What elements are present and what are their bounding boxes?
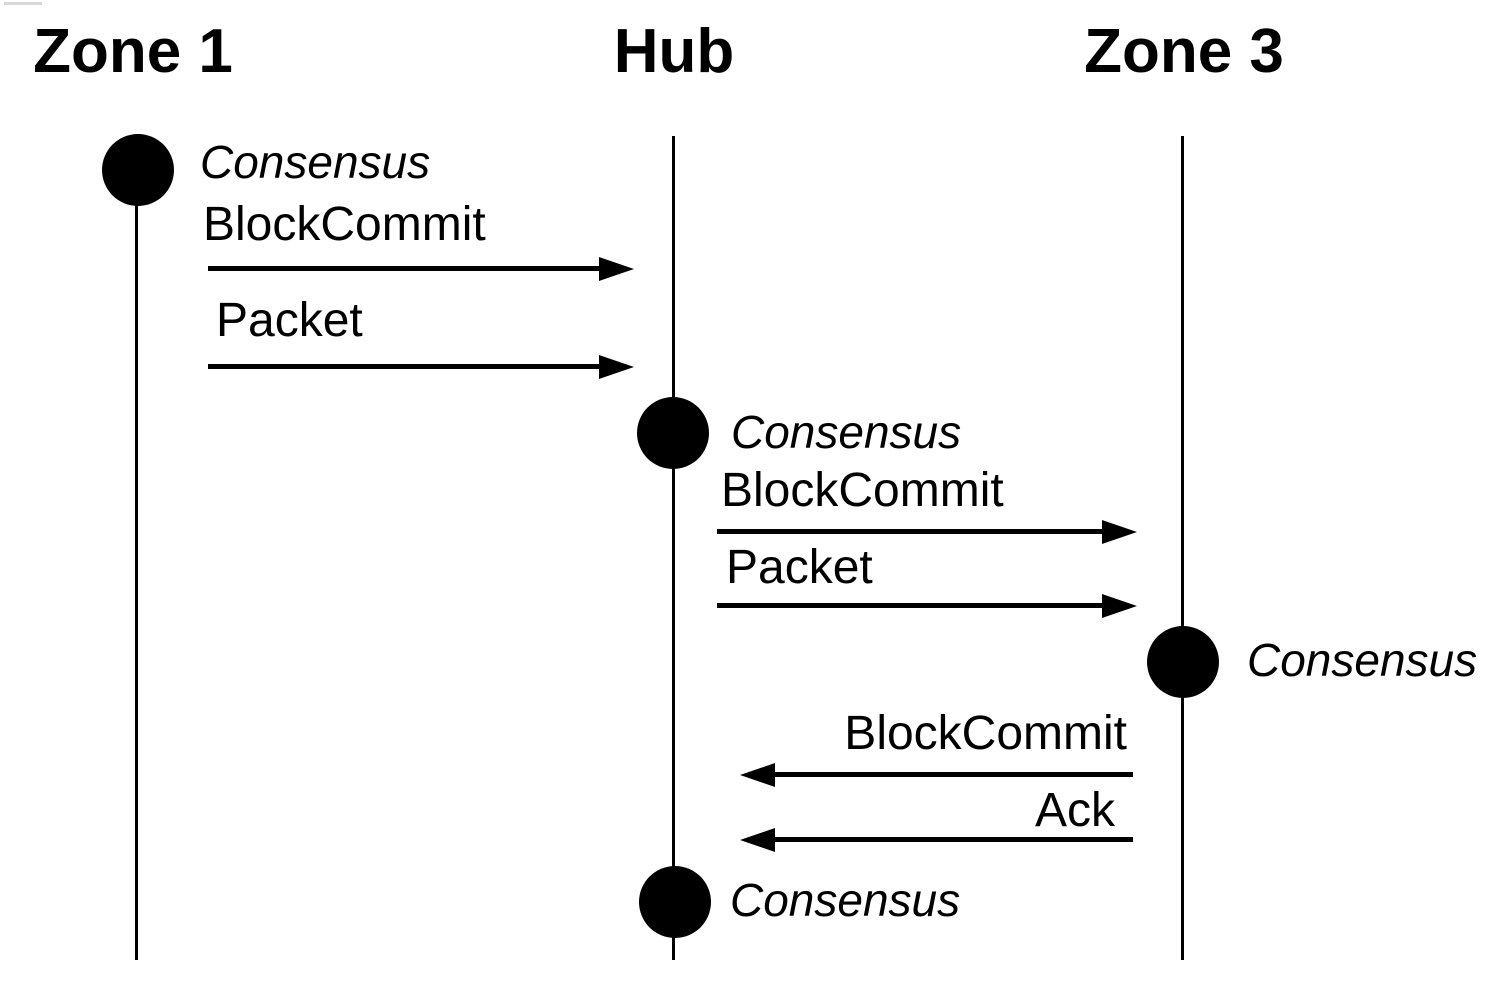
lifeline-zone1	[135, 136, 138, 960]
message-label-packet-1: Packet	[216, 294, 363, 347]
message-arrow-head-packet-2	[1102, 594, 1137, 618]
actor-title-zone3: Zone 3	[1084, 17, 1284, 86]
message-arrow-line-ack	[773, 837, 1133, 842]
consensus-label-hub-2: Consensus	[730, 874, 961, 926]
message-label-blockcommit-3: BlockCommit	[844, 707, 1127, 760]
message-arrow-head-blockcommit-1	[599, 257, 634, 281]
consensus-dot-hub-1	[637, 397, 709, 469]
consensus-label-zone3: Consensus	[1247, 634, 1478, 686]
message-arrow-head-ack	[740, 828, 775, 852]
lifeline-zone3	[1181, 136, 1184, 960]
consensus-dot-zone3	[1147, 626, 1219, 698]
message-label-packet-2: Packet	[726, 541, 873, 594]
consensus-label-hub-1: Consensus	[731, 406, 962, 458]
consensus-dot-hub-2	[639, 866, 711, 938]
message-arrow-head-blockcommit-3	[740, 763, 775, 787]
message-arrow-head-blockcommit-2	[1102, 520, 1137, 544]
message-arrow-line-packet-1	[208, 364, 602, 369]
actor-title-zone1: Zone 1	[33, 17, 233, 86]
message-label-ack: Ack	[1034, 784, 1115, 837]
message-arrow-line-blockcommit-1	[208, 266, 602, 271]
message-label-blockcommit-2: BlockCommit	[721, 464, 1004, 517]
actor-title-hub: Hub	[613, 17, 735, 86]
message-label-blockcommit-1: BlockCommit	[203, 198, 486, 251]
message-arrow-line-blockcommit-2	[717, 529, 1105, 534]
message-arrow-line-packet-2	[717, 603, 1105, 608]
message-arrow-line-blockcommit-3	[773, 772, 1133, 777]
lifeline-hub	[672, 136, 675, 960]
consensus-label-zone1: Consensus	[200, 136, 431, 188]
message-arrow-head-packet-1	[599, 355, 634, 379]
consensus-dot-zone1	[102, 134, 174, 206]
screen-edge-artifact	[4, 2, 42, 5]
